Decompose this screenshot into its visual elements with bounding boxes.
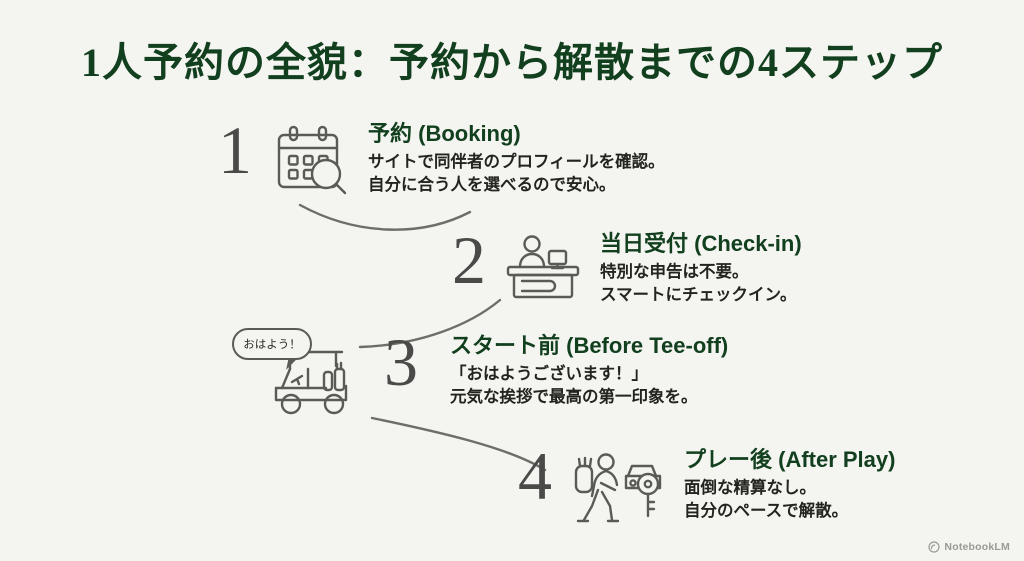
step-2: 2 当日受付 (Check-in) 特別な申告は不要。 スマートにチェックイン。 (442, 222, 802, 307)
step-4-number: 4 (518, 438, 552, 514)
step-4-line-1: 面倒な精算なし。 (684, 478, 816, 497)
reception-desk-icon (502, 234, 584, 304)
step-2-heading: 当日受付 (Check-in) (600, 231, 802, 256)
calendar-search-icon (268, 124, 352, 198)
step-4-line-2: 自分のペースで解散。 (684, 501, 849, 520)
step-3-text: スタート前 (Before Tee-off) 「おはようございます！」 元気な挨… (450, 330, 728, 409)
watermark: NotebookLM (928, 541, 1010, 553)
golfer-walking-car-key-icon (568, 450, 668, 528)
page-title: 1人予約の全貌：予約から解散までの4ステップ (81, 40, 943, 85)
step-1: 1 予約 (Booking) サイトで同伴者のプロフィールを確認。 自分に合う人… (208, 112, 665, 198)
step-3-line-2: 元気な挨拶で最高の第一印象を。 (450, 387, 698, 406)
step-1-line-1: サイトで同伴者のプロフィールを確認。 (368, 152, 665, 171)
step-4-heading: プレー後 (After Play) (684, 447, 896, 472)
step-3-heading: スタート前 (Before Tee-off) (450, 333, 729, 358)
step-4-text: プレー後 (After Play) 面倒な精算なし。 自分のペースで解散。 (684, 444, 895, 523)
step-3-number: 3 (384, 324, 418, 400)
step-4: 4 (508, 438, 895, 528)
connector-1-to-2 (298, 203, 472, 231)
watermark-label: NotebookLM (944, 541, 1010, 553)
step-1-line-2: 自分に合う人を選べるので安心。 (368, 175, 616, 194)
speech-bubble: おはよう！ (232, 328, 312, 360)
notebooklm-logo-icon (928, 541, 941, 553)
step-2-line-1: 特別な申告は不要。 (600, 262, 749, 281)
step-2-text: 当日受付 (Check-in) 特別な申告は不要。 スマートにチェックイン。 (600, 228, 802, 307)
step-2-line-2: スマートにチェックイン。 (600, 285, 797, 304)
step-1-text: 予約 (Booking) サイトで同伴者のプロフィールを確認。 自分に合う人を選… (368, 118, 665, 197)
step-3: 3 スタート前 (Before Tee-off) 「おはようございます！」 元気… (268, 324, 728, 418)
step-2-number: 2 (452, 222, 486, 298)
step-1-heading: 予約 (Booking) (368, 121, 521, 146)
step-3-line-1: 「おはようございます！」 (450, 364, 648, 383)
step-1-number: 1 (218, 112, 252, 188)
